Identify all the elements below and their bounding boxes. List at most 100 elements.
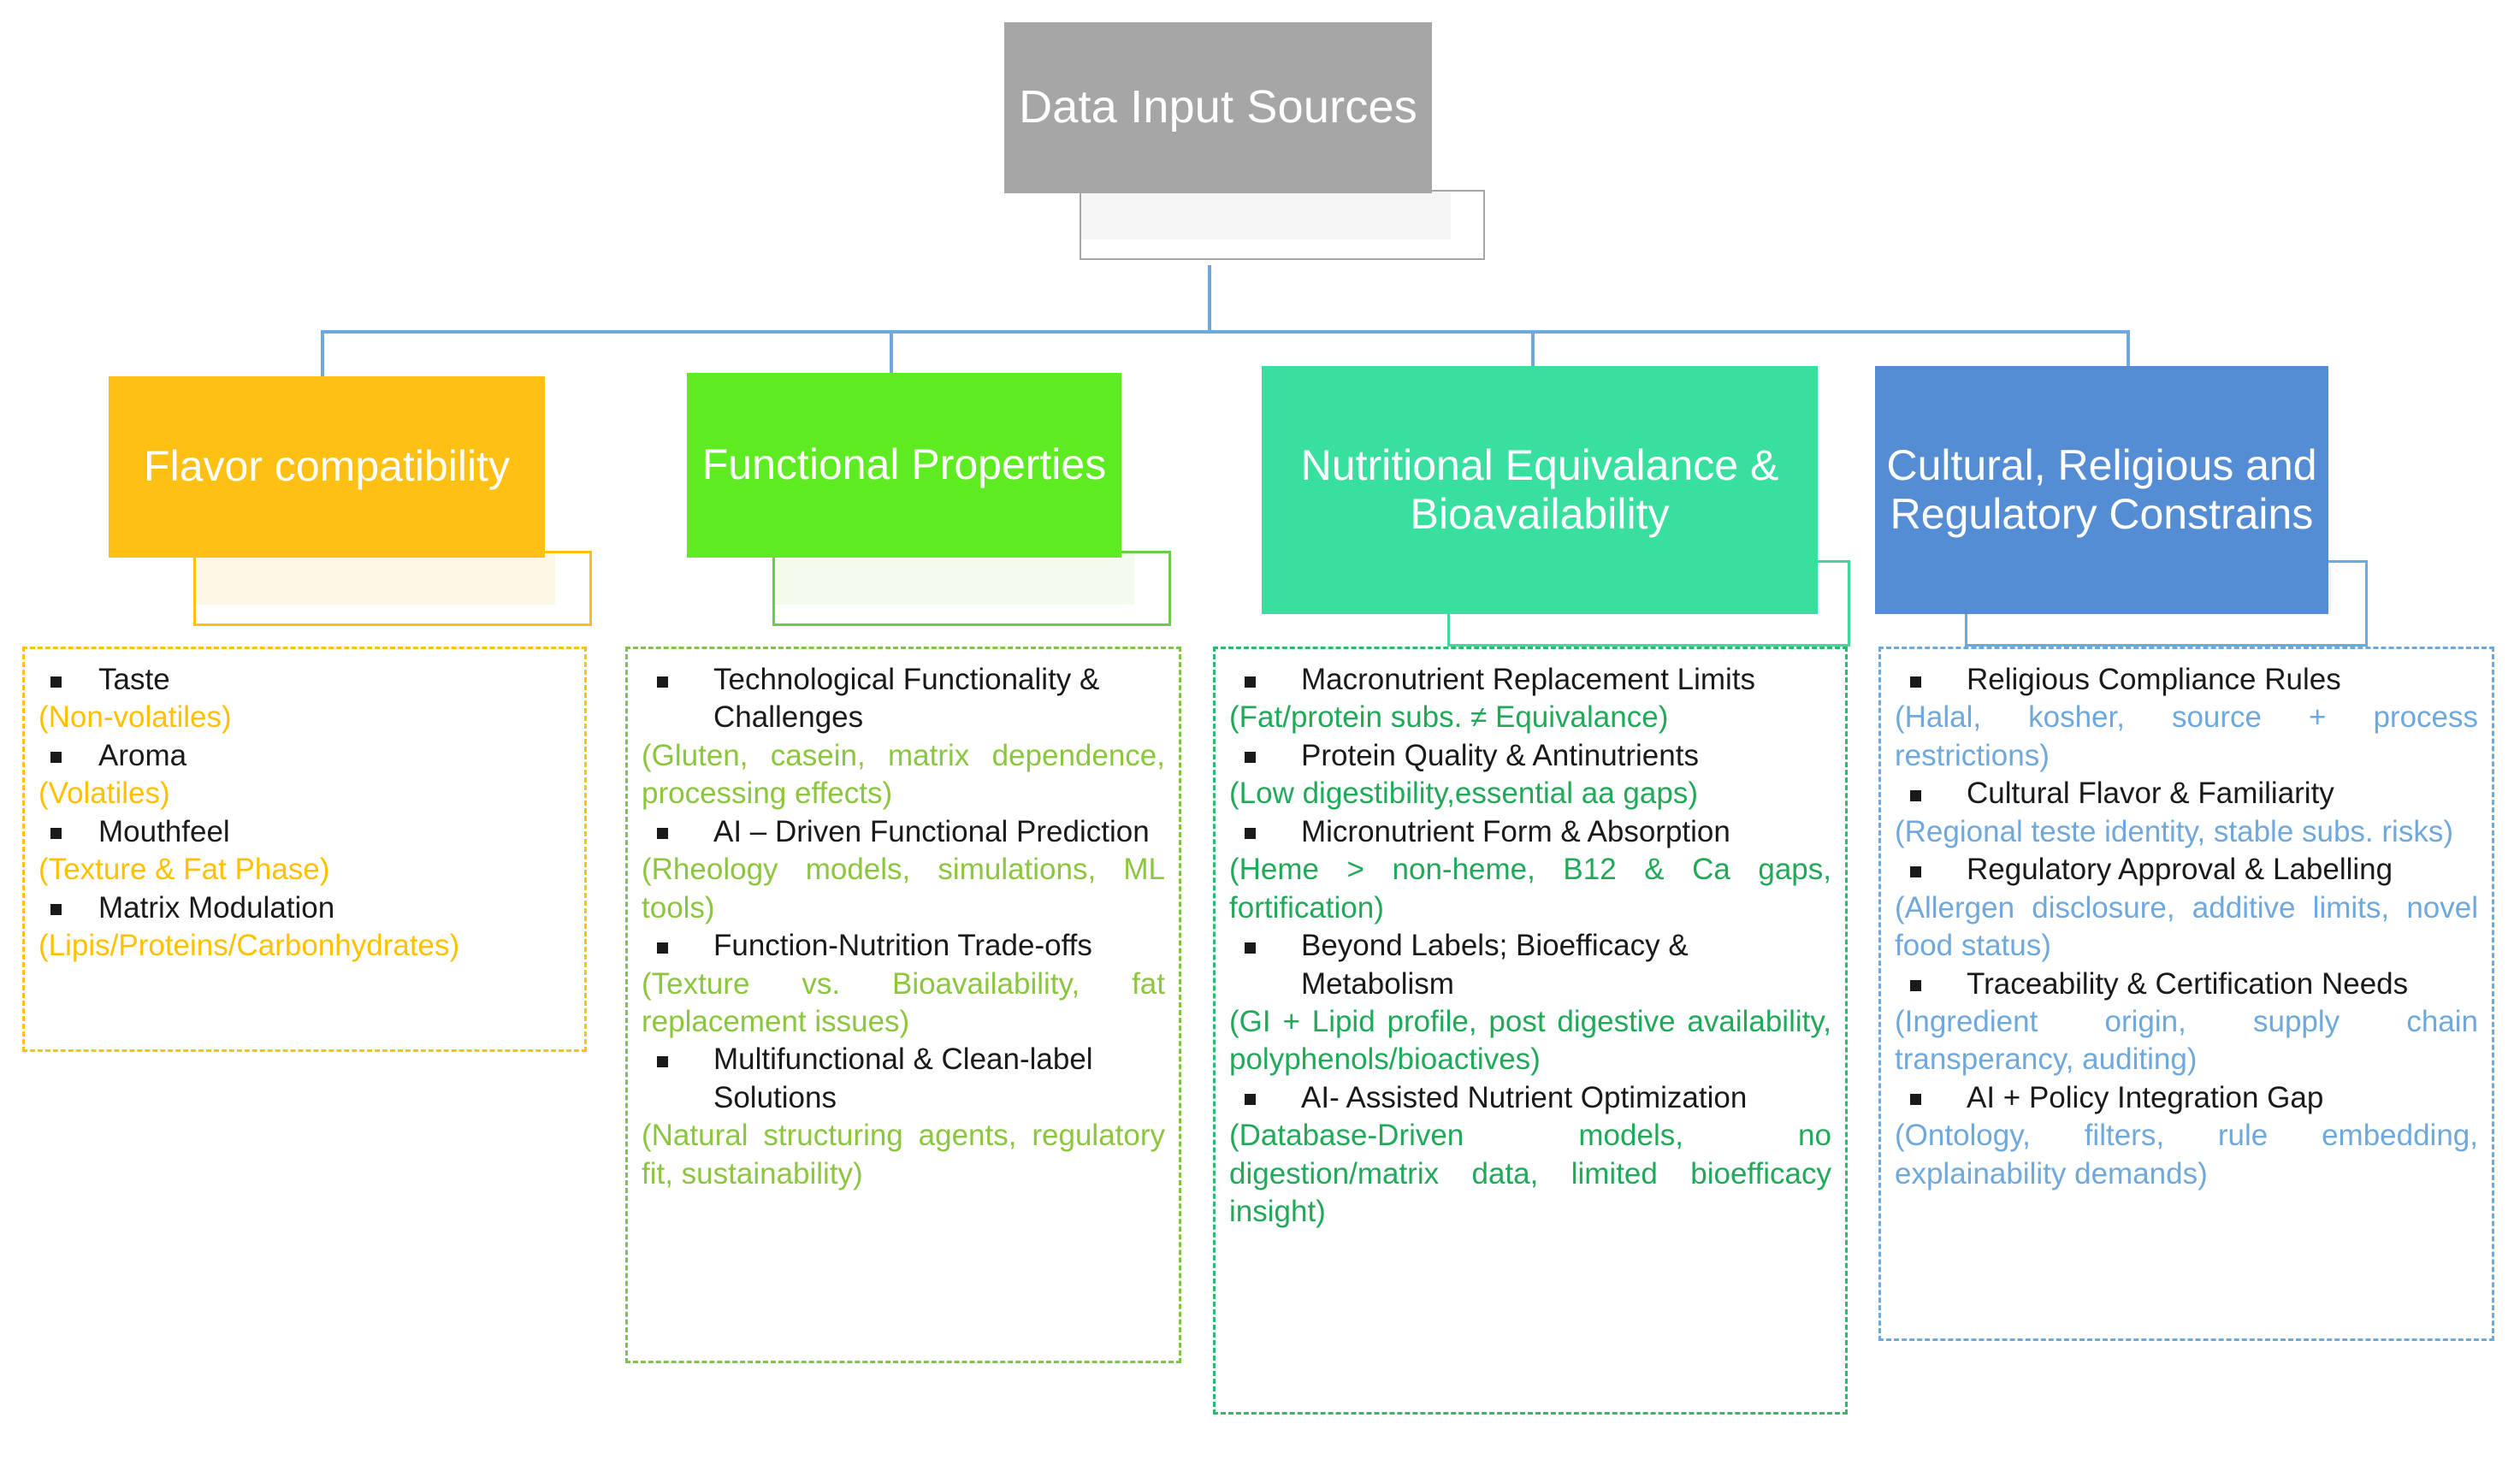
detail-panel-nutritional: Macronutrient Replacement Limits (Fat/pr… [1213,647,1848,1415]
bullet-heading-text: Aroma [98,738,187,772]
list-item: Micronutrient Form & Absorption (Heme > … [1229,813,1831,927]
bullet-subtext: (Heme > non-heme, B12 & Ca gaps, fortifi… [1229,853,1831,925]
list-item: AI + Policy Integration Gap (Ontology, f… [1895,1079,2478,1193]
root-node-data-input-sources[interactable]: Data Input Sources [1004,22,1432,193]
bullet-heading: Taste [38,661,571,699]
bullet-heading-text: AI + Policy Integration Gap [1967,1080,2324,1114]
square-bullet-icon [1245,752,1256,764]
square-bullet-icon [1245,1094,1256,1106]
category-label-flavor: Flavor compatibility [144,442,510,491]
bullet-heading: Aroma [38,737,571,775]
list-item: Function-Nutrition Trade-offs (Texture v… [642,927,1165,1041]
bullet-heading-text: AI- Assisted Nutrient Optimization [1301,1080,1748,1114]
square-bullet-icon [1245,942,1256,954]
bullet-heading-text: Cultural Flavor & Familiarity [1967,777,2334,811]
bullet-subtext: (Low digestibility,essential aa gaps) [1229,777,1698,811]
bullet-heading-text: Protein Quality & Antinutrients [1301,738,1699,772]
bullet-heading-text: Mouthfeel [98,814,230,848]
root-node-label: Data Input Sources [1019,81,1417,133]
square-bullet-icon [657,828,668,840]
square-bullet-icon [1910,789,1921,801]
list-item: Regulatory Approval & Labelling (Allerge… [1895,851,2478,965]
bullet-subtext: (Ontology, filters, rule embedding, expl… [1895,1119,2478,1190]
list-item: Religious Compliance Rules (Halal, koshe… [1895,661,2478,775]
square-bullet-icon [657,676,668,688]
bullet-subtext: (Halal, kosher, source + process restric… [1895,700,2478,772]
bullet-heading-text: AI – Driven Functional Prediction [713,814,1150,848]
square-bullet-icon [50,828,62,840]
connector-branch-2-vertical [890,330,893,381]
bullet-heading: Beyond Labels; Bioefficacy & Metabolism [1229,927,1831,1003]
list-item: Technological Functionality & Challenges… [642,661,1165,813]
category-shadow-functional [772,551,1171,626]
connector-root-vertical [1208,265,1211,330]
bullet-subtext: (Texture & Fat Phase) [38,853,330,887]
bullet-list-cultural: Religious Compliance Rules (Halal, koshe… [1895,661,2478,1193]
square-bullet-icon [657,942,668,954]
bullet-list-functional: Technological Functionality & Challenges… [642,661,1165,1193]
bullet-subtext: (Allergen disclosure, additive limits, n… [1895,890,2478,963]
detail-panel-flavor: Taste (Non-volatiles) Aroma (Volatiles) … [22,647,587,1052]
list-item: AI- Assisted Nutrient Optimization (Data… [1229,1079,1831,1232]
square-bullet-icon [50,904,62,916]
category-shadow-flavor [193,551,592,626]
bullet-list-flavor: Taste (Non-volatiles) Aroma (Volatiles) … [38,661,571,966]
bullet-heading: Multifunctional & Clean-label Solutions [642,1041,1165,1117]
list-item: AI – Driven Functional Prediction (Rheol… [642,813,1165,927]
bullet-heading: AI- Assisted Nutrient Optimization [1229,1079,1831,1117]
category-header-flavor[interactable]: Flavor compatibility [109,376,545,558]
bullet-heading: Technological Functionality & Challenges [642,661,1165,737]
category-header-functional[interactable]: Functional Properties [687,373,1121,558]
bullet-heading-text: Macronutrient Replacement Limits [1301,663,1756,696]
square-bullet-icon [657,1055,668,1067]
bullet-subtext: (GI + Lipid profile, post digestive avai… [1229,1004,1831,1077]
detail-panel-functional: Technological Functionality & Challenges… [625,647,1181,1363]
bullet-subtext: (Ingredient origin, supply chain transpe… [1895,1004,2478,1077]
detail-panel-cultural: Religious Compliance Rules (Halal, koshe… [1878,647,2494,1341]
category-label-functional: Functional Properties [701,440,1107,489]
bullet-heading: Protein Quality & Antinutrients [1229,737,1831,775]
bullet-subtext: (Fat/protein subs. ≠ Equivalance) [1229,700,1669,735]
bullet-heading: AI + Policy Integration Gap [1895,1079,2478,1117]
bullet-heading-text: Technological Functionality & Challenges [713,663,1100,735]
bullet-subtext: (Regional teste identity, stable subs. r… [1895,814,2453,848]
list-item: Cultural Flavor & Familiarity (Regional … [1895,775,2478,851]
list-item: Aroma (Volatiles) [38,737,571,813]
list-item: Multifunctional & Clean-label Solutions … [642,1041,1165,1193]
bullet-heading: AI – Driven Functional Prediction [642,813,1165,851]
bullet-heading-text: Multifunctional & Clean-label Solutions [713,1043,1093,1114]
bullet-heading-text: Religious Compliance Rules [1967,663,2341,696]
bullet-heading: Matrix Modulation [38,889,571,927]
list-item: Beyond Labels; Bioefficacy & Metabolism … [1229,927,1831,1079]
root-node-shadow [1080,190,1485,260]
bullet-subtext: (Rheology models, simulations, ML tools) [642,853,1165,925]
bullet-heading-text: Traceability & Certification Needs [1967,966,2409,1001]
category-header-nutritional[interactable]: Nutritional Equivalance & Bioavailabilit… [1262,366,1818,614]
square-bullet-icon [1910,676,1921,688]
bullet-heading-text: Micronutrient Form & Absorption [1301,814,1730,848]
bullet-subtext: (Gluten, casein, matrix dependence, proc… [642,738,1165,811]
bullet-heading-text: Regulatory Approval & Labelling [1967,853,2393,887]
connector-branch-4-vertical [2127,330,2130,381]
bullet-heading: Traceability & Certification Needs [1895,966,2478,1003]
category-header-cultural[interactable]: Cultural, Religious and Regulatory Const… [1875,366,2328,614]
square-bullet-icon [50,752,62,764]
square-bullet-icon [1245,676,1256,688]
square-bullet-icon [1245,828,1256,840]
bullet-heading: Religious Compliance Rules [1895,661,2478,699]
bullet-heading-text: Taste [98,663,170,696]
bullet-subtext: (Texture vs. Bioavailability, fat replac… [642,966,1165,1038]
bullet-heading: Macronutrient Replacement Limits [1229,661,1831,699]
list-item: Matrix Modulation (Lipis/Proteins/Carbon… [38,889,571,966]
bullet-heading: Micronutrient Form & Absorption [1229,813,1831,851]
connector-branch-3-vertical [1531,330,1535,381]
bullet-heading: Regulatory Approval & Labelling [1895,851,2478,889]
square-bullet-icon [1910,865,1921,877]
list-item: Protein Quality & Antinutrients (Low dig… [1229,737,1831,813]
bullet-subtext: (Natural structuring agents, regulatory … [642,1119,1165,1190]
list-item: Taste (Non-volatiles) [38,661,571,737]
bullet-heading-text: Matrix Modulation [98,890,335,925]
bullet-subtext: (Lipis/Proteins/Carbonhydrates) [38,929,460,963]
bullet-heading-text: Beyond Labels; Bioefficacy & Metabolism [1301,929,1689,1001]
